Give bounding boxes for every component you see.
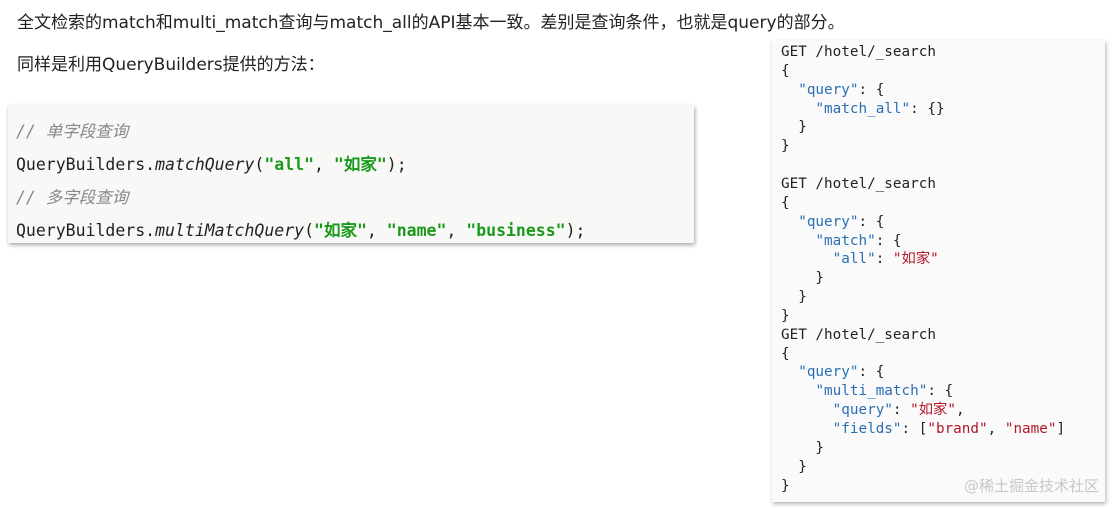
code-line: } bbox=[781, 439, 824, 458]
code-comment: // 多字段查询 bbox=[16, 188, 129, 207]
code-line: "query": "如家", bbox=[781, 401, 965, 420]
code-line: } bbox=[781, 458, 807, 477]
code-string: "all" bbox=[264, 155, 315, 174]
code-token: , bbox=[366, 221, 387, 240]
code-token: matchQuery bbox=[155, 155, 255, 174]
code-line: // 单字段查询 bbox=[16, 118, 128, 142]
code-line: "multi_match": { bbox=[781, 382, 953, 401]
code-token bbox=[781, 233, 815, 249]
code-token: } bbox=[781, 458, 807, 475]
code-line: "all": "如家" bbox=[781, 250, 939, 269]
code-key: "match_all" bbox=[815, 100, 911, 117]
code-token bbox=[781, 421, 833, 437]
code-key: "match" bbox=[815, 232, 876, 249]
code-token: } bbox=[781, 270, 825, 287]
code-token bbox=[781, 383, 815, 399]
code-token: } bbox=[781, 289, 807, 306]
code-line: } bbox=[781, 288, 807, 307]
code-string: "name" bbox=[386, 221, 447, 240]
code-token: ] bbox=[1056, 421, 1066, 437]
code-token: } bbox=[781, 477, 790, 494]
code-token: multiMatchQuery bbox=[155, 221, 305, 240]
code-key: "fields" bbox=[832, 421, 902, 437]
code-token: : { bbox=[875, 232, 902, 249]
dsl-code-block: @稀土掘金技术社区 GET /hotel/_search{ "query": {… bbox=[772, 40, 1105, 502]
code-line: } bbox=[781, 477, 790, 496]
code-token bbox=[781, 402, 833, 418]
code-line: { bbox=[781, 194, 790, 213]
code-line: "match_all": {} bbox=[781, 100, 945, 119]
code-token: GET /hotel/_search bbox=[781, 175, 936, 192]
code-token bbox=[781, 251, 833, 267]
code-token: , bbox=[987, 421, 1005, 437]
watermark: @稀土掘金技术社区 bbox=[963, 477, 1099, 495]
code-token: ( bbox=[304, 221, 315, 240]
code-line: { bbox=[781, 345, 790, 364]
code-token: GET /hotel/_search bbox=[781, 44, 936, 60]
code-line: "query": { bbox=[781, 213, 884, 232]
code-comment: // 单字段查询 bbox=[16, 122, 129, 141]
code-key: "all" bbox=[832, 251, 876, 268]
code-token: ); bbox=[565, 221, 586, 240]
code-token: : bbox=[875, 251, 893, 268]
code-token: GET /hotel/_search bbox=[781, 326, 936, 343]
code-string: "name" bbox=[1004, 421, 1057, 437]
code-token: ( bbox=[254, 155, 265, 174]
code-key: "query" bbox=[798, 81, 859, 98]
code-token: { bbox=[781, 345, 790, 362]
code-token bbox=[781, 364, 798, 380]
code-string: "如家" bbox=[333, 155, 387, 174]
code-token: , bbox=[314, 155, 334, 174]
code-token: : bbox=[892, 402, 911, 419]
code-line: } bbox=[781, 118, 807, 137]
code-token: : {} bbox=[910, 100, 945, 117]
code-token: : [ bbox=[901, 421, 928, 437]
code-string: "如家" bbox=[314, 221, 367, 240]
code-token bbox=[781, 101, 815, 117]
code-token: } bbox=[781, 307, 790, 324]
code-key: "query" bbox=[832, 402, 893, 419]
code-key: "multi_match" bbox=[815, 383, 928, 400]
code-token: } bbox=[781, 119, 807, 136]
code-line: "fields": ["brand", "name"] bbox=[781, 420, 1065, 439]
code-token: } bbox=[781, 138, 790, 155]
code-line: } bbox=[781, 269, 824, 288]
code-token: : { bbox=[858, 213, 885, 230]
code-token: : { bbox=[927, 383, 954, 400]
builders-paragraph: 同样是利用QueryBuilders提供的方法： bbox=[17, 55, 325, 75]
code-line: { bbox=[781, 62, 790, 81]
code-token: , bbox=[955, 402, 965, 419]
code-token: { bbox=[781, 62, 790, 79]
code-token: } bbox=[781, 439, 825, 456]
code-token: : { bbox=[858, 364, 885, 381]
java-code-block: // 单字段查询 QueryBuilders.matchQuery("all", … bbox=[8, 105, 694, 243]
code-line: "query": { bbox=[781, 363, 884, 382]
code-line: QueryBuilders.matchQuery("all", "如家"); bbox=[16, 151, 407, 175]
code-token: : { bbox=[858, 81, 885, 98]
code-string: "如家" bbox=[892, 251, 939, 268]
code-line: } bbox=[781, 137, 790, 156]
code-token: ); bbox=[386, 155, 407, 174]
code-string: "brand" bbox=[927, 421, 988, 437]
code-line: "match": { bbox=[781, 232, 902, 251]
code-token: QueryBuilders. bbox=[16, 221, 156, 240]
code-key: "query" bbox=[798, 364, 859, 381]
code-string: "如家" bbox=[910, 402, 956, 419]
code-line: } bbox=[781, 307, 790, 326]
code-line: GET /hotel/_search bbox=[781, 175, 936, 194]
code-token: QueryBuilders. bbox=[16, 155, 156, 174]
code-token: { bbox=[781, 194, 790, 211]
code-string: "business" bbox=[466, 221, 566, 240]
code-token bbox=[781, 214, 798, 230]
intro-paragraph: 全文检索的match和multi_match查询与match_all的API基本… bbox=[17, 13, 845, 33]
code-line: GET /hotel/_search bbox=[781, 43, 936, 62]
code-key: "query" bbox=[798, 213, 859, 230]
code-line: // 多字段查询 bbox=[16, 184, 128, 208]
code-token: , bbox=[446, 221, 467, 240]
code-token bbox=[781, 82, 798, 98]
code-line: QueryBuilders.multiMatchQuery("如家", "nam… bbox=[16, 217, 585, 241]
code-line: "query": { bbox=[781, 81, 884, 100]
code-line: GET /hotel/_search bbox=[781, 326, 936, 345]
